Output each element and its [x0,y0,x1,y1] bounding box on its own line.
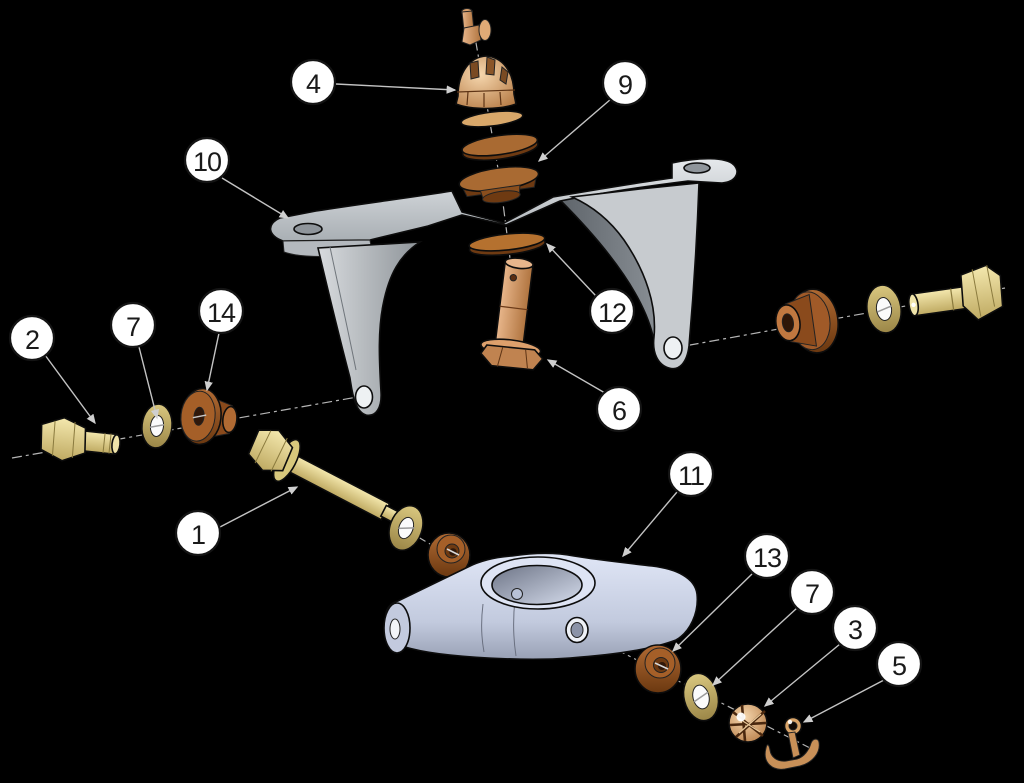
washer-spacer-stack [458,110,540,204]
bracket-left-leg-crease [329,246,357,371]
long-bolt-head [247,429,294,472]
svg-text:5: 5 [892,651,906,681]
leader-7b [711,607,798,686]
balloon-2: 2 [8,314,56,362]
lower-arm [383,552,699,661]
upper-mount-bracket [269,157,738,417]
grease-fitting-disc [478,19,492,41]
pivot-pin-bolt [479,257,544,371]
bracket-top-plate [269,157,738,242]
svg-text:14: 14 [207,298,236,328]
brown-washer-upper [461,133,539,162]
castellated-dome-nut [455,55,517,110]
svg-text:7: 7 [126,312,140,342]
leader-12 [546,242,597,297]
leader-13 [671,573,753,652]
arm-left-tube-bore [389,618,401,640]
svg-text:11: 11 [678,461,704,491]
left-flanged-bushing [180,387,238,446]
leader-1 [219,486,299,528]
balloon-6: 6 [595,385,643,433]
arm-main-bore [491,564,583,606]
leader-7a [138,346,160,420]
right-hex-bolt [908,264,1004,321]
right-flat-washer [866,284,902,334]
balloon-10: 10 [183,136,231,184]
long-hex-bolt [247,429,414,531]
balloon-leaders [44,83,885,723]
balloon-3: 3 [831,604,879,652]
bracket-left-ear-hole [293,222,323,236]
thin-disc [460,110,524,128]
svg-text:3: 3 [848,615,862,645]
leader-10 [221,177,290,219]
left-flat-washer [141,403,173,449]
short-hex-bolt [40,416,121,462]
arm-bore-notch [511,588,523,600]
leader-9 [537,98,612,162]
bracket-left-leg-hole [354,385,374,409]
long-bolt-washer [388,504,424,552]
balloon-5: 5 [875,640,923,688]
pin-cross-hole [509,274,518,282]
right-flanged-bushing [774,288,839,354]
leader-14 [204,332,220,392]
bracket-right-leg-hole [663,336,683,360]
long-bolt-bushing [427,532,471,578]
leader-2 [44,354,96,425]
brown-washer-lower [458,165,540,204]
svg-text:6: 6 [612,396,626,426]
thrust-washer-disc [468,232,546,257]
leader-6 [546,359,606,394]
svg-text:2: 2 [25,325,39,355]
lower-flanged-bushing [634,644,682,694]
svg-text:12: 12 [598,298,626,328]
balloon-4: 4 [289,58,337,106]
svg-text:4: 4 [306,69,321,99]
svg-text:10: 10 [193,147,221,177]
leader-4 [335,83,457,94]
svg-text:7: 7 [805,579,819,609]
balloon-7-left: 7 [109,301,157,349]
left-bolt-head [40,416,87,462]
balloon-11: 11 [667,450,715,498]
balloon-7-lower: 7 [788,568,836,616]
balloon-13: 13 [743,532,791,580]
balloon-9: 9 [601,59,649,107]
leader-3 [763,643,841,707]
balloon-12: 12 [588,287,636,335]
leader-5 [802,679,885,723]
lower-flat-washer [682,672,720,722]
leader-11 [622,491,678,558]
svg-text:9: 9 [618,70,632,100]
right-bolt-head [960,264,1004,321]
svg-text:13: 13 [753,543,781,573]
bracket-left-leg [317,241,423,417]
svg-text:1: 1 [191,520,205,550]
left-bolt-axis [11,395,364,459]
balloon-14: 14 [197,287,245,335]
balloons: 4 9 10 2 7 14 12 6 1 11 13 [8,58,923,688]
grease-fitting [461,8,492,46]
cotter-pin [764,716,820,770]
bracket-right-leg [569,182,700,370]
castle-nut [728,703,768,743]
balloon-1: 1 [174,509,222,557]
bracket-right-ear-hole [683,162,711,174]
